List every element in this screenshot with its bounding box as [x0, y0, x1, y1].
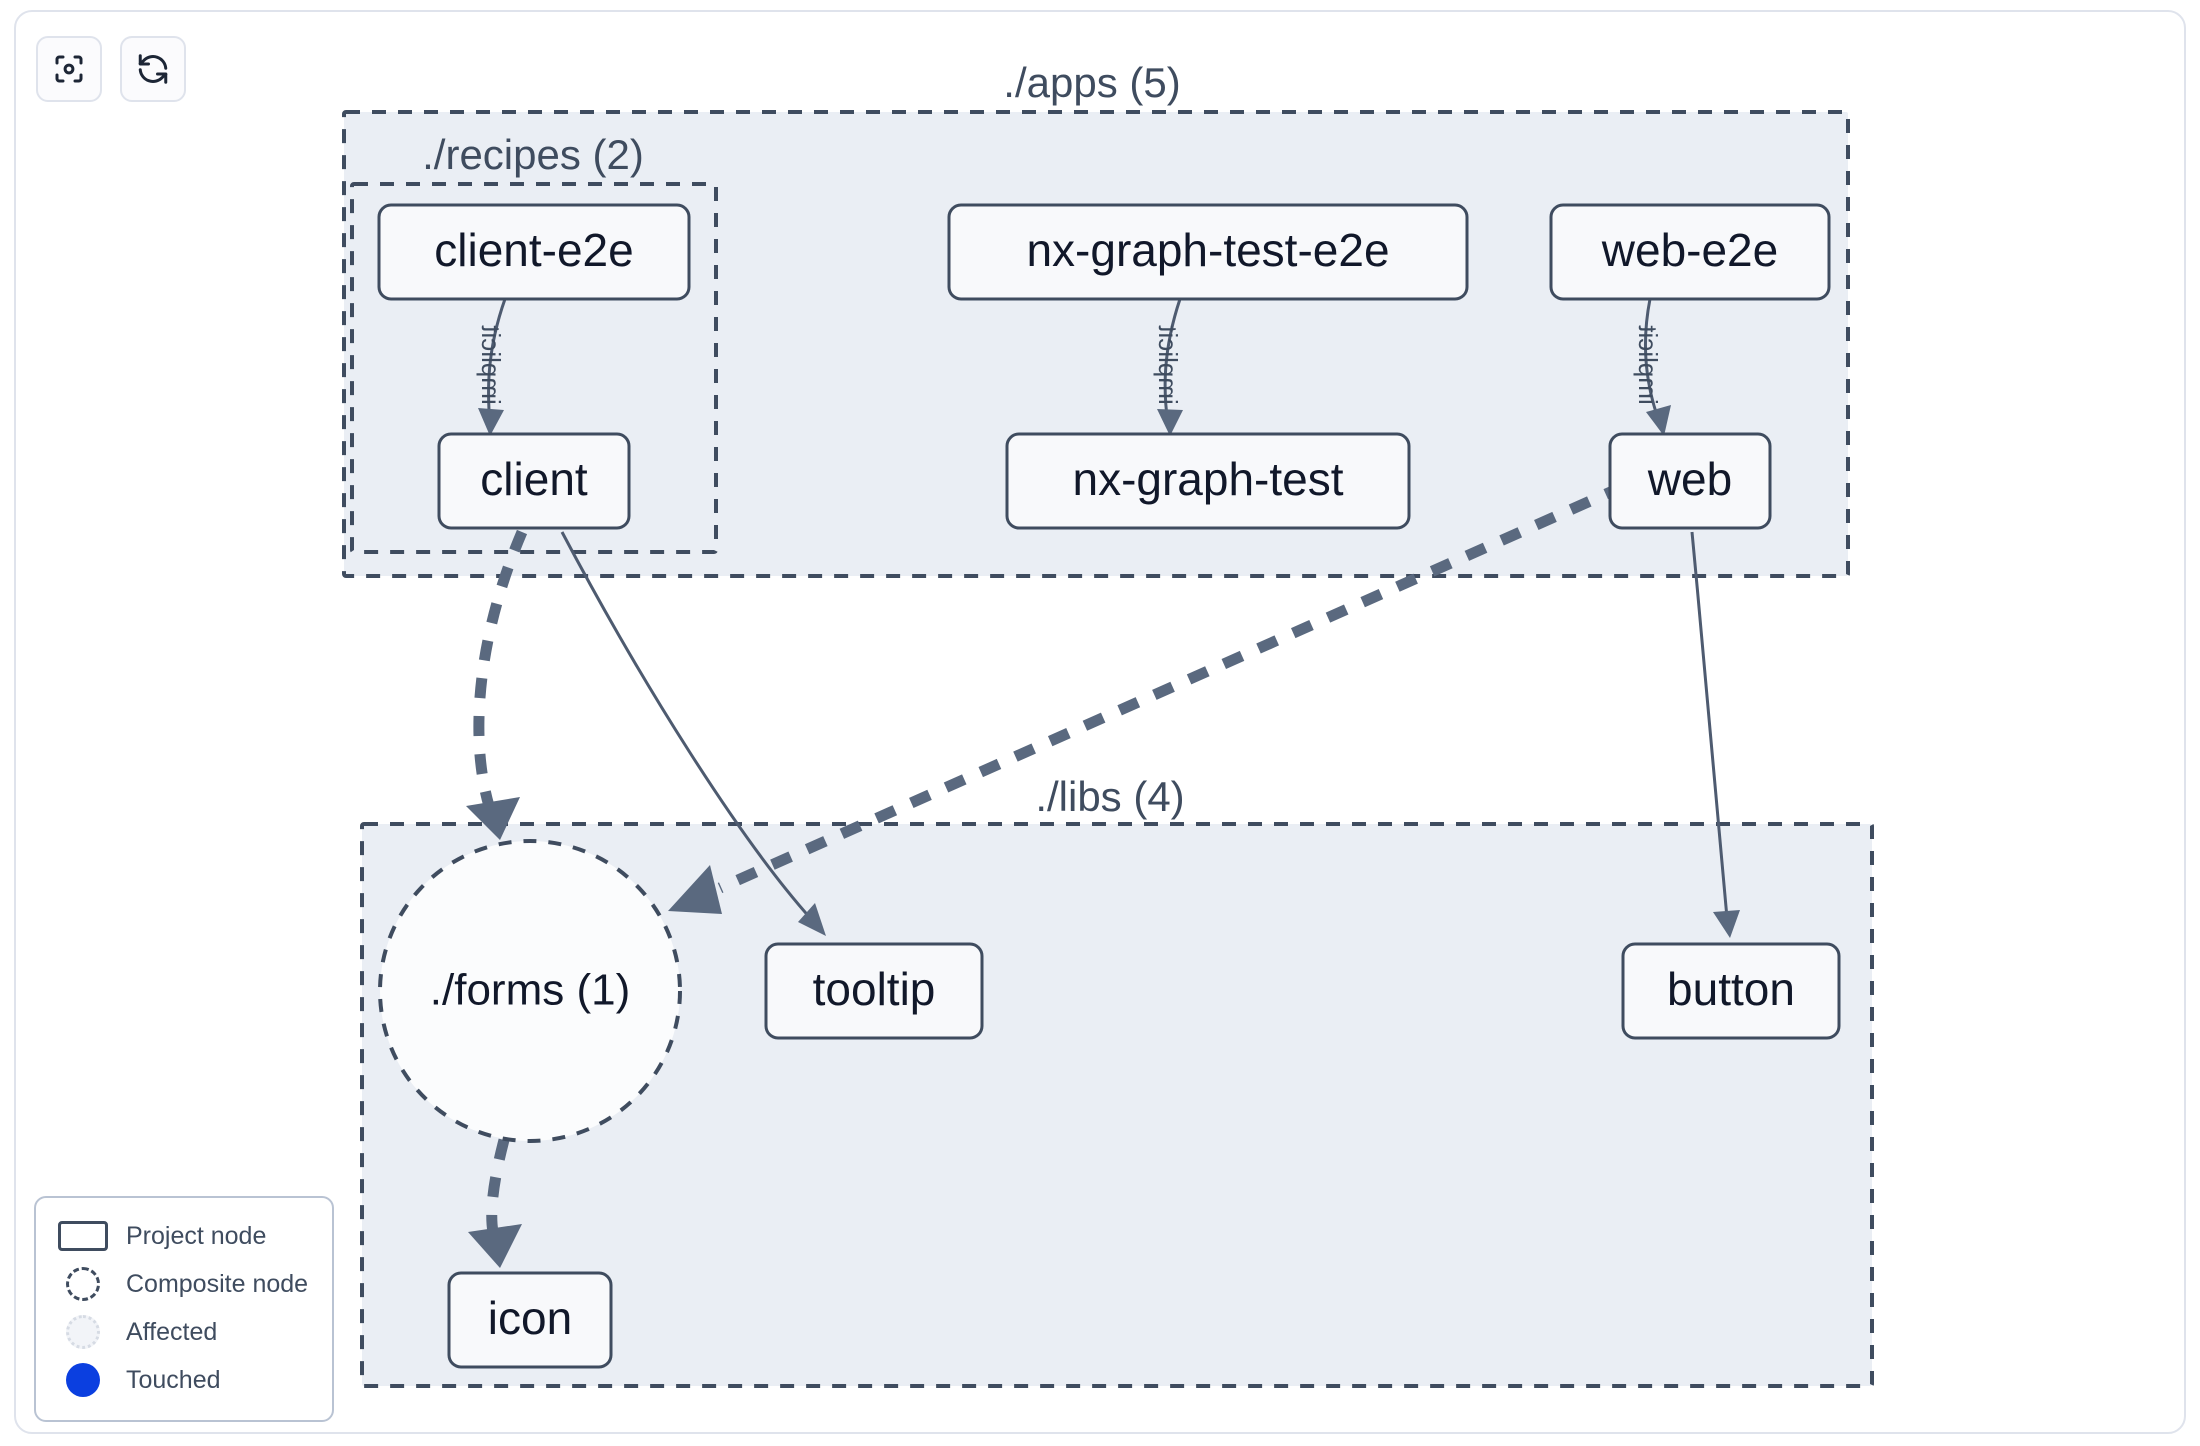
node-web-label: web: [1647, 453, 1732, 505]
node-tooltip-box[interactable]: [764, 942, 984, 1040]
node-button-box[interactable]: [1621, 942, 1841, 1040]
group-libs-label: ./libs (4): [1035, 773, 1184, 820]
node-nx-graph-test[interactable]: nx-graph-test: [1005, 432, 1411, 530]
node-icon-label: icon: [488, 1292, 572, 1344]
refresh-graph-button[interactable]: [120, 36, 186, 102]
focus-graph-button[interactable]: [36, 36, 102, 102]
edge-label-implicit-nx: implicit: [1153, 325, 1183, 405]
node-client-e2e[interactable]: client-e2e: [377, 203, 691, 301]
node-client-label: client: [480, 453, 588, 505]
group-apps[interactable]: ./apps (5): [342, 59, 1850, 578]
node-tooltip[interactable]: tooltip: [764, 942, 984, 1040]
group-libs[interactable]: ./libs (4): [360, 773, 1874, 1388]
node-nx-graph-test-e2e[interactable]: nx-graph-test-e2e: [947, 203, 1469, 301]
node-nx-graph-test-e2e-label: nx-graph-test-e2e: [1026, 224, 1389, 276]
legend-label-affected: Affected: [126, 1317, 218, 1346]
node-nx-graph-test-label: nx-graph-test: [1072, 453, 1343, 505]
node-client[interactable]: client: [437, 432, 631, 530]
edge-client-e2e-to-client[interactable]: implicit: [476, 298, 507, 436]
edge-web-to-button[interactable]: [1690, 531, 1740, 938]
graph-toolbar: [36, 36, 186, 102]
focus-target-icon: [51, 51, 87, 87]
group-apps-label: ./apps (5): [1003, 59, 1180, 106]
graph-legend: Project node Composite node Affected Tou…: [34, 1196, 334, 1422]
edge-web-to-forms[interactable]: [668, 480, 1627, 914]
node-icon-box[interactable]: [447, 1271, 613, 1369]
node-client-e2e-label: client-e2e: [434, 224, 633, 276]
composite-node-swatch: [54, 1267, 112, 1301]
legend-label-touched: Touched: [126, 1365, 221, 1394]
refresh-icon: [135, 51, 171, 87]
node-client-e2e-box[interactable]: [377, 203, 691, 301]
legend-item-affected: Affected: [54, 1308, 314, 1356]
edge-label-implicit-web: implicit: [1633, 325, 1663, 405]
touched-swatch: [54, 1363, 112, 1397]
legend-label-project-node: Project node: [126, 1221, 267, 1250]
edge-nx-e2e-to-nx[interactable]: implicit: [1153, 298, 1183, 436]
node-forms-label: ./forms (1): [430, 966, 630, 1015]
edge-label-implicit-client: implicit: [476, 325, 506, 405]
edge-client-to-tooltip[interactable]: [560, 531, 826, 936]
node-nx-graph-test-box[interactable]: [1005, 432, 1411, 530]
legend-label-composite-node: Composite node: [126, 1269, 309, 1298]
group-recipes-label: ./recipes (2): [422, 131, 644, 178]
node-web-e2e-label: web-e2e: [1601, 224, 1778, 276]
edge-client-to-forms[interactable]: [466, 529, 528, 840]
project-node-swatch: [54, 1221, 112, 1251]
node-web-box[interactable]: [1608, 432, 1772, 530]
legend-item-project-node: Project node: [54, 1212, 314, 1260]
node-forms-circle[interactable]: [378, 839, 682, 1143]
node-tooltip-label: tooltip: [813, 963, 936, 1015]
group-apps-box[interactable]: [342, 110, 1850, 578]
edge-web-e2e-to-web[interactable]: implicit: [1633, 298, 1671, 436]
node-web-e2e-box[interactable]: [1549, 203, 1831, 301]
node-button-label: button: [1667, 963, 1795, 1015]
node-forms-composite[interactable]: ./forms (1): [378, 839, 682, 1143]
node-button[interactable]: button: [1621, 942, 1841, 1040]
legend-item-composite-node: Composite node: [54, 1260, 314, 1308]
node-web-e2e[interactable]: web-e2e: [1549, 203, 1831, 301]
node-icon[interactable]: icon: [447, 1271, 613, 1369]
edge-forms-to-icon[interactable]: [468, 1138, 522, 1268]
node-web[interactable]: web: [1608, 432, 1772, 530]
node-nx-graph-test-e2e-box[interactable]: [947, 203, 1469, 301]
group-libs-box[interactable]: [360, 822, 1874, 1388]
node-client-box[interactable]: [437, 432, 631, 530]
affected-swatch: [54, 1315, 112, 1349]
legend-item-touched: Touched: [54, 1356, 314, 1404]
